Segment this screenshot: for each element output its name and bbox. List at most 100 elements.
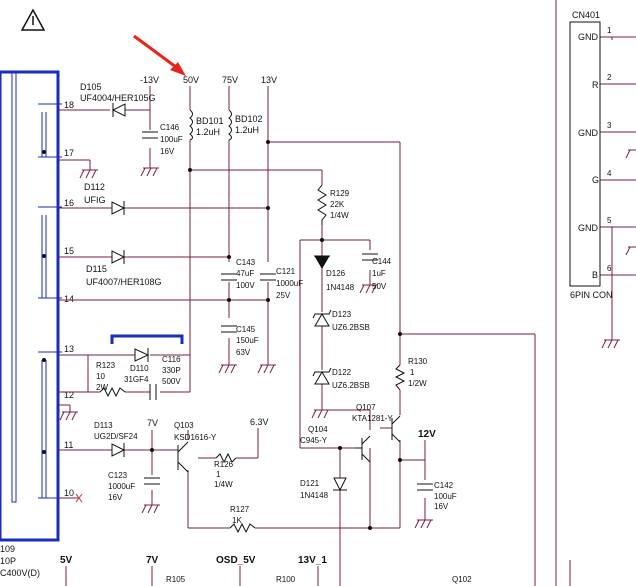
d122-ref: D122 bbox=[332, 368, 352, 377]
c144-v1: 1uF bbox=[372, 269, 386, 278]
d123-ref: D123 bbox=[332, 310, 352, 319]
d115-ref: D115 bbox=[86, 264, 107, 274]
transformer-val2: C400V(D) bbox=[0, 568, 40, 578]
d126-val: 1N4148 bbox=[326, 283, 355, 292]
red-arrow-icon bbox=[133, 34, 186, 76]
r130-ref: R130 bbox=[408, 357, 428, 366]
d121-val: 1N4148 bbox=[300, 491, 329, 500]
r126-ref: R126 bbox=[214, 460, 234, 469]
d112-ref: D112 bbox=[84, 182, 105, 192]
rail-7v: 7V bbox=[147, 418, 158, 428]
d121-ref: D121 bbox=[300, 479, 320, 488]
bd102-val: 1.2uH bbox=[235, 125, 259, 135]
c146-v2: 16V bbox=[160, 147, 175, 156]
connector-pin-name-5: GND bbox=[578, 223, 599, 233]
r130-v1: 1 bbox=[410, 368, 415, 377]
c142-v1: 100uF bbox=[434, 492, 457, 501]
q104-ref: Q104 bbox=[308, 425, 328, 434]
r127-ref: R127 bbox=[230, 505, 250, 514]
c142-ref: C142 bbox=[434, 481, 454, 490]
c116-v1: 330P bbox=[162, 366, 181, 375]
bd102-ref: BD102 bbox=[235, 114, 263, 124]
d123-val: UZ6.2BSB bbox=[332, 323, 370, 332]
c121-v1: 1000uF bbox=[276, 279, 303, 288]
r100-ref: R100 bbox=[276, 575, 296, 584]
d113-val: UG2D/SF24 bbox=[94, 432, 138, 441]
c143-ref: C143 bbox=[236, 258, 256, 267]
d122-val: UZ6.2BSB bbox=[332, 381, 370, 390]
rail-75v: 75V bbox=[222, 75, 238, 85]
r123-v2: 2W bbox=[96, 383, 108, 392]
bd101-val: 1.2uH bbox=[196, 127, 220, 137]
rail-7v-bottom: 7V bbox=[146, 555, 159, 566]
c144-v2: 50V bbox=[372, 282, 387, 291]
d115-val: UF4007/HER108G bbox=[86, 277, 162, 287]
terminal-dots bbox=[150, 140, 402, 530]
connector-ref: CN401 bbox=[572, 10, 600, 20]
r127-val: 1K bbox=[232, 516, 242, 525]
q102-ref: Q102 bbox=[452, 575, 472, 584]
c145-v1: 150uF bbox=[236, 336, 259, 345]
c143-v2: 100V bbox=[236, 281, 255, 290]
transformer-ref: 109 bbox=[0, 544, 15, 554]
c116-ref: C116 bbox=[162, 355, 181, 364]
transformer-pins: 18 17 16 15 14 13 12 11 10 bbox=[64, 100, 74, 498]
c121-v2: 25V bbox=[276, 291, 291, 300]
pin-12: 12 bbox=[64, 390, 74, 400]
rail-13v: 13V bbox=[261, 75, 277, 85]
wires bbox=[58, 0, 636, 586]
pin-17: 17 bbox=[64, 148, 74, 158]
rail-osd5v-bottom: OSD_5V bbox=[216, 555, 256, 566]
bd101-ref: BD101 bbox=[196, 116, 224, 126]
rail-50v: 50V bbox=[183, 75, 199, 85]
r129-v2: 1/4W bbox=[330, 211, 349, 220]
c146-v1: 100uF bbox=[160, 135, 183, 144]
rail-5v-bottom: 5V bbox=[60, 555, 73, 566]
d112-val: UFIG bbox=[84, 195, 106, 205]
r129-v1: 22K bbox=[330, 200, 345, 209]
c144-ref: C144 bbox=[372, 257, 392, 266]
r130-v2: 1/2W bbox=[408, 379, 427, 388]
c145-ref: C145 bbox=[236, 325, 256, 334]
pin-13: 13 bbox=[64, 344, 74, 354]
connector-pin-num-4: 4 bbox=[607, 169, 612, 178]
rail-n13v: -13V bbox=[140, 75, 159, 85]
capacitors bbox=[142, 131, 433, 491]
c143-v1: 47uF bbox=[236, 269, 254, 278]
diodes bbox=[111, 103, 347, 492]
c123-v1: 1000uF bbox=[108, 482, 135, 491]
rail-12v: 12V bbox=[418, 429, 436, 440]
d110-ref: D110 bbox=[130, 364, 149, 373]
connector-pin-name-3: GND bbox=[578, 128, 599, 138]
connector-cn401: CN401 GND R GND G GND B 1 2 3 4 5 6 6PIN… bbox=[569, 10, 613, 300]
pin-10: 10 bbox=[64, 488, 74, 498]
c121-ref: C121 bbox=[276, 267, 296, 276]
r126-v2: 1/4W bbox=[214, 480, 233, 489]
c146-ref: C146 bbox=[160, 123, 180, 132]
connector-pin-num-3: 3 bbox=[607, 121, 612, 130]
q104-val: C945-Y bbox=[300, 436, 328, 445]
d126-ref: D126 bbox=[326, 269, 346, 278]
ground-symbols bbox=[59, 149, 636, 529]
r129-ref: R129 bbox=[330, 189, 350, 198]
connector-pin-num-5: 5 bbox=[607, 216, 612, 225]
no-connect-icon bbox=[58, 493, 83, 503]
pin-16: 16 bbox=[64, 198, 74, 208]
warning-triangle-icon bbox=[20, 8, 46, 31]
rail-labels: -13V 50V 75V 13V 7V 6.3V 12V 5V 7V OSD_5… bbox=[60, 75, 436, 566]
q103-ref: Q103 bbox=[174, 421, 194, 430]
c116-v2: 500V bbox=[162, 377, 181, 386]
connector-pin-num-1: 1 bbox=[607, 26, 612, 35]
c123-ref: C123 bbox=[108, 471, 128, 480]
d105-ref: D105 bbox=[80, 82, 102, 92]
pin-11: 11 bbox=[64, 440, 73, 450]
rail-6v3: 6.3V bbox=[250, 417, 269, 427]
pin-18: 18 bbox=[64, 100, 74, 110]
connector-pin-name-6: B bbox=[592, 270, 598, 280]
r126-v1: 1 bbox=[216, 470, 221, 479]
r123-ref: R123 bbox=[96, 361, 116, 370]
c145-v2: 63V bbox=[236, 348, 251, 357]
connector-pin-name-2: R bbox=[592, 80, 599, 90]
pin-14: 14 bbox=[64, 294, 74, 304]
